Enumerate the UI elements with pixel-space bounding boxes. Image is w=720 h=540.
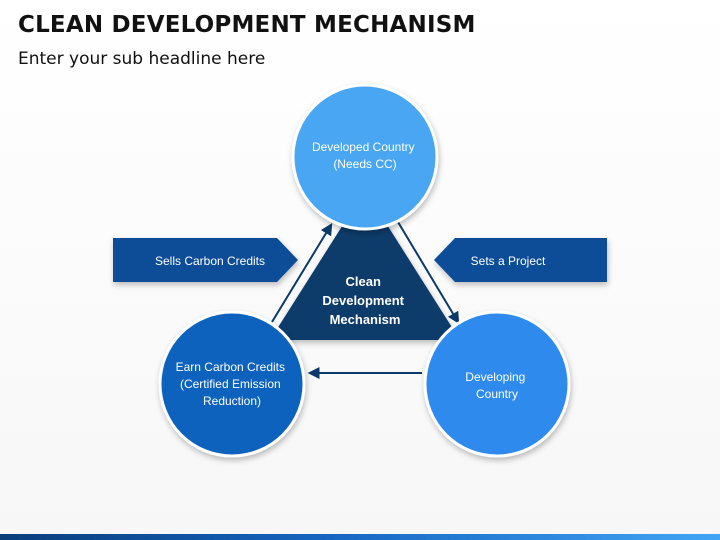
right-banner	[434, 238, 607, 282]
left-banner	[113, 238, 298, 282]
left-circle-label-line-2: (Certified Emission	[180, 377, 281, 391]
center-label-line-1: Clean	[345, 274, 380, 289]
left-circle-label-line-3: Reduction)	[203, 394, 261, 408]
svg-text:Earn Carbon Credits (Certi: Earn Carbon Credits (Certified Emission …	[176, 360, 289, 408]
top-circle-label-line-1: Developed Country	[312, 140, 415, 154]
slide-subtitle: Enter your sub headline here	[18, 49, 266, 69]
center-label-line-3: Mechanism	[330, 312, 401, 327]
bottom-accent-bar	[0, 534, 720, 540]
right-banner-label: Sets a Project	[471, 254, 546, 268]
top-circle-label-line-2: (Needs CC)	[333, 157, 396, 171]
arrow-left-to-top	[271, 222, 333, 323]
svg-text:Developed Country (Needs C: Developed Country (Needs CC)	[312, 140, 418, 171]
center-label-line-2: Development	[322, 293, 404, 308]
left-circle-label-line-1: Earn Carbon Credits	[176, 360, 285, 374]
svg-text:Developing Country: Developing Country	[465, 370, 528, 401]
right-circle-label-line-1: Developing	[465, 370, 525, 384]
arrow-top-to-right	[397, 221, 460, 325]
svg-text:Clean Development Mech: Clean Development Mechanism	[322, 274, 407, 327]
right-circle-label-line-2: Country	[476, 387, 518, 401]
slide-title: CLEAN DEVELOPMENT MECHANISM	[18, 12, 476, 38]
top-circle	[291, 83, 439, 231]
right-circle	[423, 310, 571, 458]
left-banner-label: Sells Carbon Credits	[155, 254, 265, 268]
center-triangle	[270, 190, 460, 340]
left-circle	[158, 310, 306, 458]
